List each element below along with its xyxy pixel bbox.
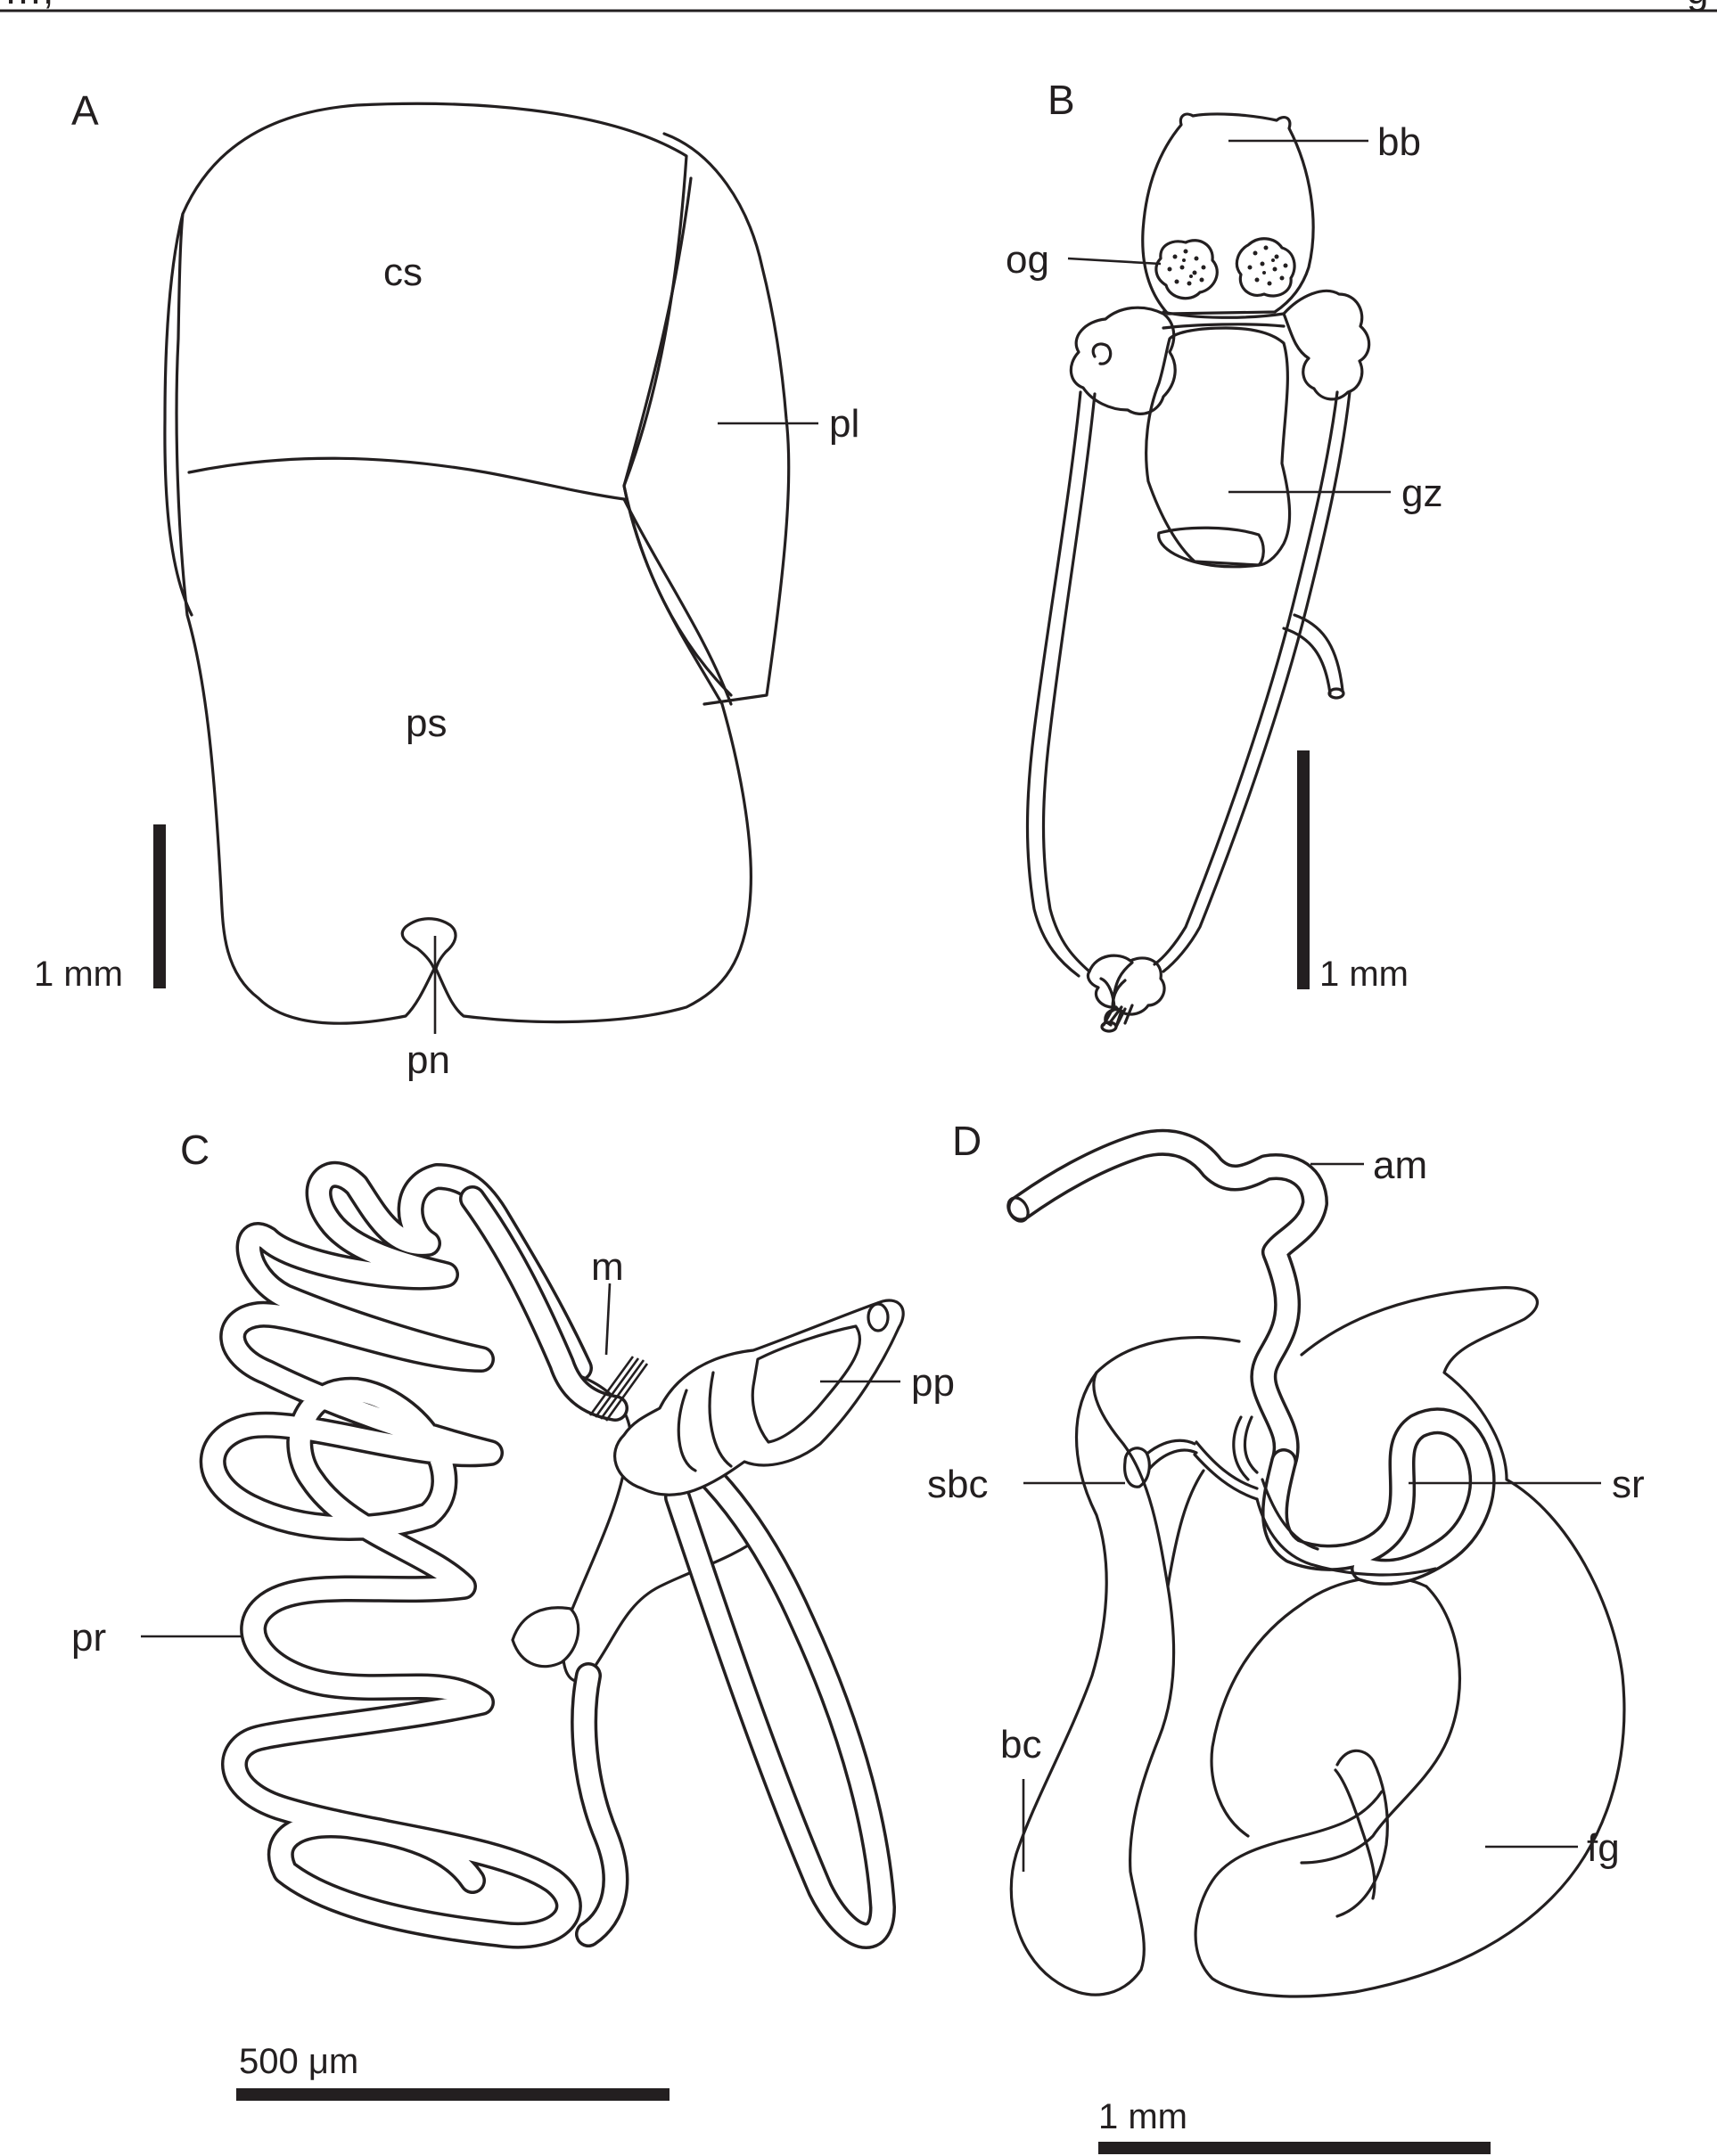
inner-curl <box>1212 1578 1459 1863</box>
panel-c: C m pp pr <box>71 1127 955 2101</box>
upper-duct-lumen <box>472 1199 615 1408</box>
scale-bar-a <box>153 824 166 988</box>
label-cs: cs <box>383 250 423 294</box>
ganglion-left-loop <box>1093 344 1111 364</box>
optic-ganglia <box>1156 239 1294 299</box>
vas-deferens-lumen <box>584 1676 615 1934</box>
shell-left-lobe <box>165 214 192 615</box>
label-pp: pp <box>911 1361 955 1405</box>
scale-bar-c <box>236 2088 670 2101</box>
label-bc: bc <box>1000 1723 1041 1767</box>
shell-right-lobe <box>664 134 789 704</box>
shell-outline <box>177 103 751 1023</box>
leader-m <box>606 1283 610 1355</box>
intestine-right <box>1154 392 1337 964</box>
label-pr: pr <box>71 1616 106 1660</box>
panel-d: D am sbc sr bc fg 1 mm <box>927 1118 1645 2154</box>
ganglion-lower <box>1088 955 1164 1014</box>
long-duct-lumen <box>678 1471 883 1936</box>
label-pl: pl <box>829 402 859 446</box>
shell-suture-cs-ps <box>189 458 624 499</box>
junction-blob <box>513 1608 579 1667</box>
gizzard-base <box>1159 528 1264 567</box>
long-duct <box>678 1471 883 1936</box>
panel-letter-b: B <box>1047 77 1075 123</box>
label-pn: pn <box>407 1038 450 1082</box>
panel-a: A cs pl ps pn 1 mm <box>34 87 859 1082</box>
shell-suture-ps-right <box>624 499 731 704</box>
buccal-bulb <box>1143 114 1313 314</box>
label-fg: fg <box>1587 1826 1620 1870</box>
panel-letter-c: C <box>180 1127 209 1173</box>
panel-letter-a: A <box>71 87 99 134</box>
scale-bar-d <box>1098 2142 1491 2154</box>
seminal-receptacle-lumen <box>1275 1421 1483 1572</box>
esophagus-bridge <box>1163 312 1284 328</box>
intestine-side-branch <box>1284 615 1343 693</box>
panel-b: B <box>1006 77 1442 1031</box>
scale-label-a: 1 mm <box>34 955 123 994</box>
intestine-left <box>1028 392 1081 976</box>
sbc-branch <box>1195 1417 1257 1499</box>
ganglion-cluster-right <box>1284 291 1369 398</box>
scale-bar-b <box>1297 750 1310 989</box>
penial-papilla <box>615 1300 904 1495</box>
label-bb: bb <box>1377 120 1421 164</box>
label-gz: gz <box>1401 471 1442 515</box>
header-left-fragment: …, <box>4 0 53 12</box>
label-sbc: sbc <box>927 1463 988 1506</box>
label-sr: sr <box>1612 1463 1645 1506</box>
label-og: og <box>1006 238 1049 282</box>
label-am: am <box>1373 1144 1427 1187</box>
ganglion-cluster-left <box>1071 307 1175 414</box>
inner-hook-2 <box>1335 1770 1375 1898</box>
label-ps: ps <box>406 701 447 745</box>
scale-label-c: 500 μm <box>239 2042 358 2081</box>
scale-label-b: 1 mm <box>1319 955 1409 994</box>
ampulla-lumen <box>1021 1143 1315 1462</box>
shell-notch-pn <box>402 919 456 971</box>
label-m: m <box>591 1245 624 1289</box>
panel-letter-d: D <box>952 1118 982 1164</box>
header-right-fragment: g <box>1687 0 1708 12</box>
duct-terminal-end <box>1102 1022 1116 1031</box>
leader-og <box>1068 258 1161 264</box>
scale-label-d: 1 mm <box>1098 2097 1187 2136</box>
